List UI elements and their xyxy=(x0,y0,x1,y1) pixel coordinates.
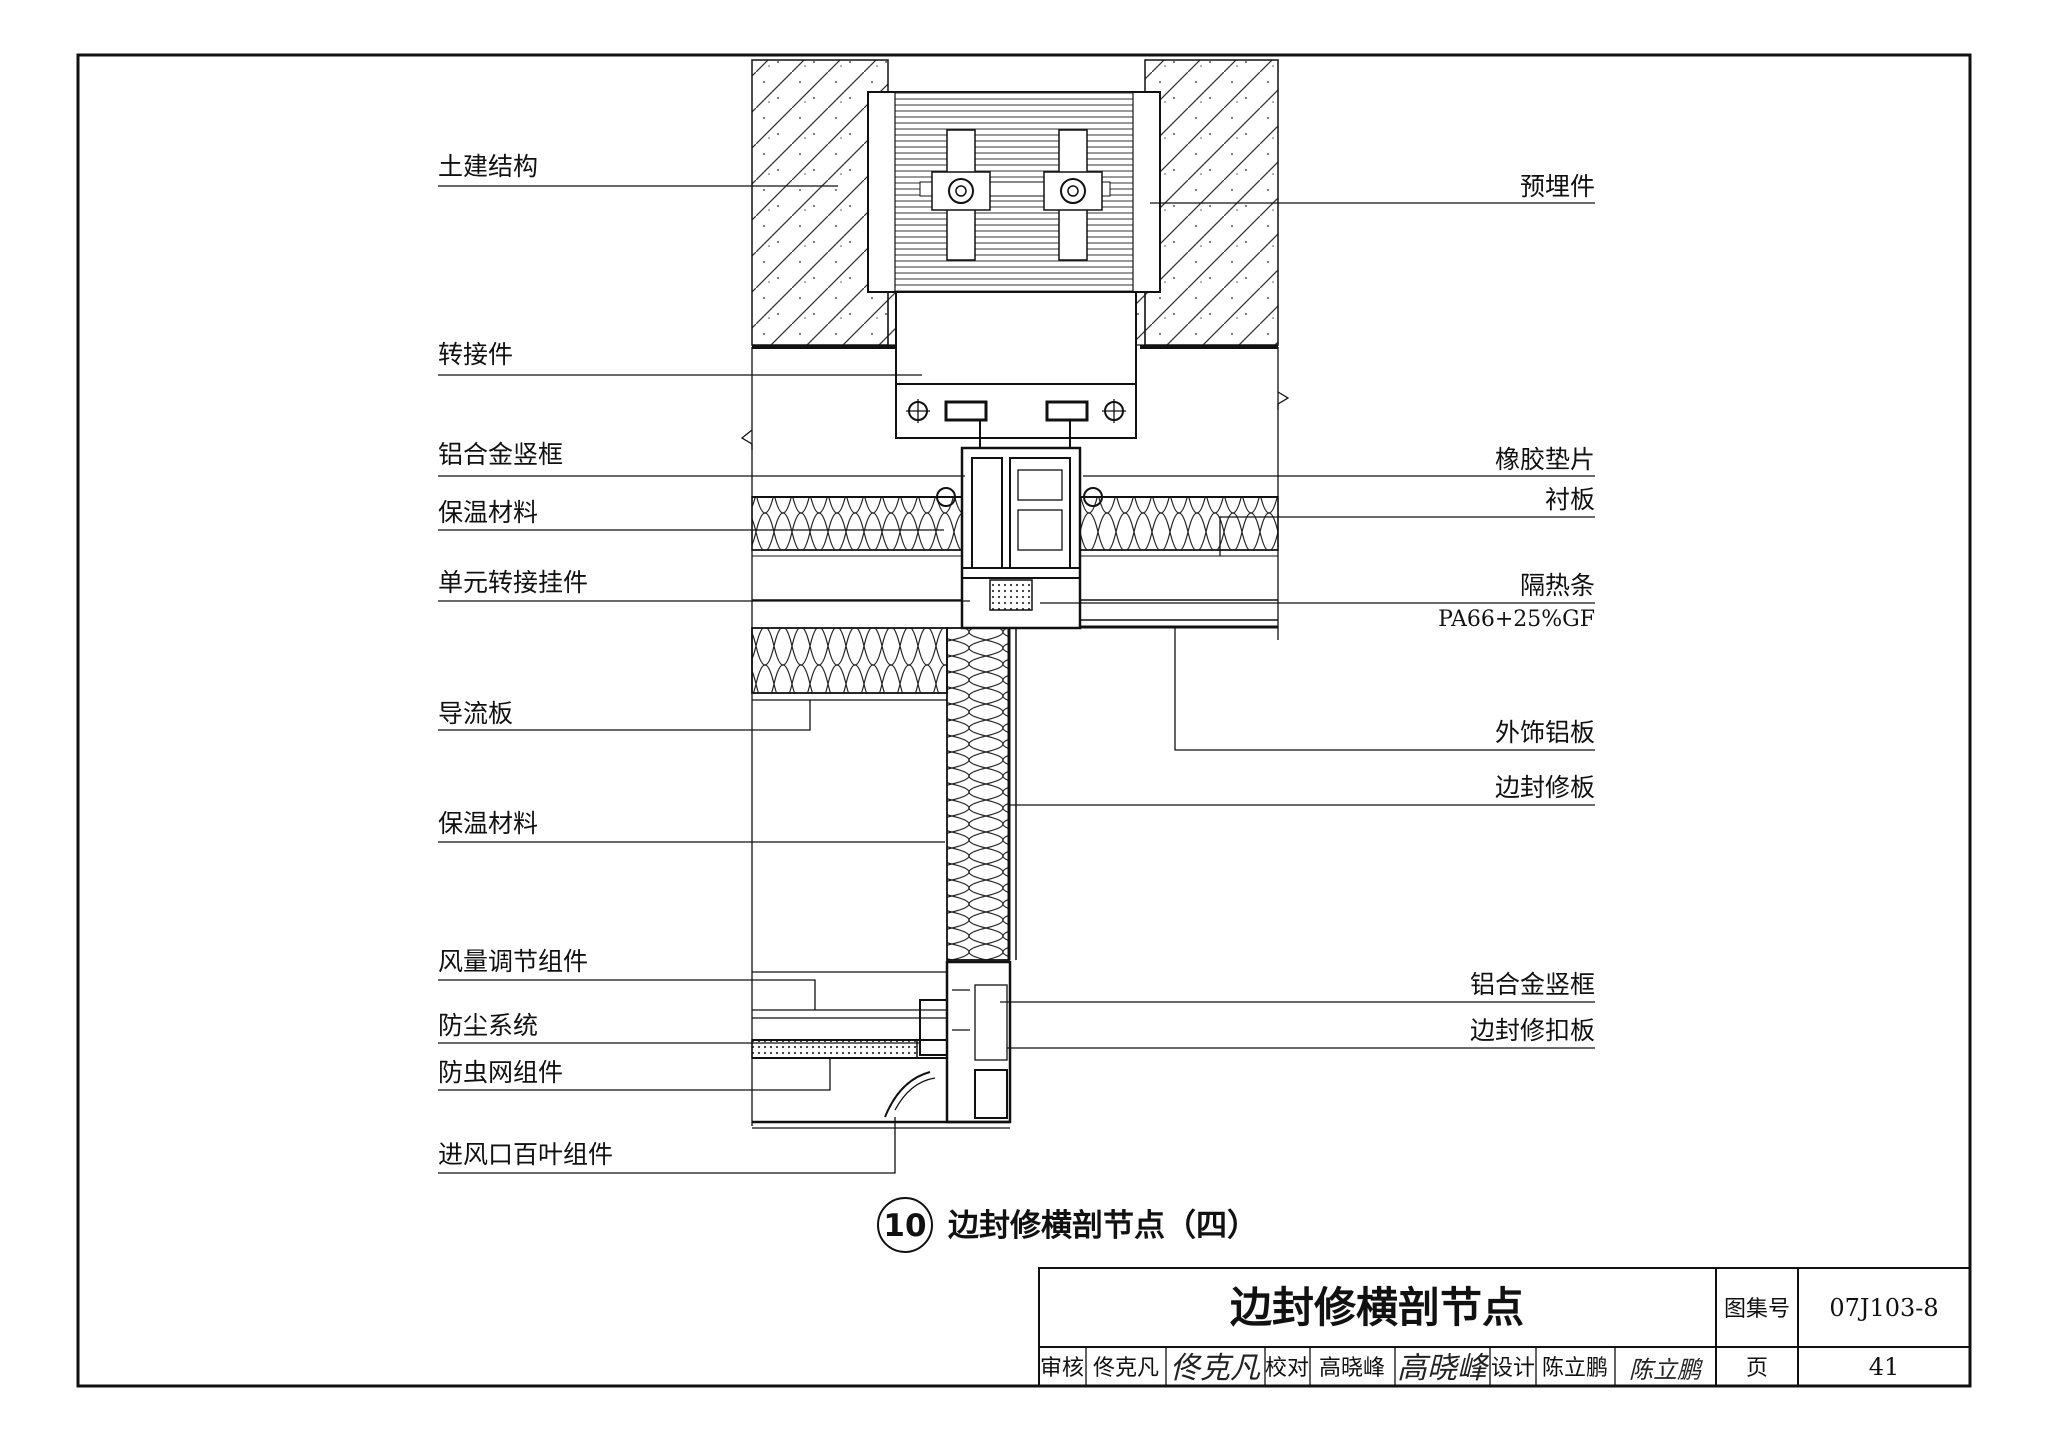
designer-name: 陈立鹏 xyxy=(1542,1356,1608,1381)
mullion-profile xyxy=(936,420,1103,630)
reviewer-signature: 佟克凡 xyxy=(1170,1351,1261,1386)
checker-name: 高晓峰 xyxy=(1319,1356,1385,1381)
label-thermal-break: 隔热条 xyxy=(1520,571,1595,600)
label-civil-structure: 土建结构 xyxy=(438,152,538,181)
sheet-border xyxy=(76,53,1972,1388)
label-liner-board: 衬板 xyxy=(1545,485,1595,514)
insulation-upper-left xyxy=(751,496,963,551)
detail-caption-text: 边封修横剖节点（四） xyxy=(948,1208,1258,1244)
label-edge-trim-cover: 边封修扣板 xyxy=(1470,1016,1595,1045)
section-detail xyxy=(740,59,1290,1129)
label-alu-mullion-bottom: 铝合金竖框 xyxy=(1470,970,1595,999)
designer-signature: 陈立鹏 xyxy=(1629,1356,1704,1384)
label-rubber-pad: 橡胶垫片 xyxy=(1495,445,1595,474)
label-alu-mullion-top: 铝合金竖框 xyxy=(438,440,563,469)
label-thermal-break-spec: PA66+25%GF xyxy=(1438,607,1595,632)
design-label: 设计 xyxy=(1491,1356,1535,1381)
reviewer-name: 佟克凡 xyxy=(1093,1356,1159,1381)
atlas-code: 07J103-8 xyxy=(1829,1294,1938,1322)
label-insulation-mid: 保温材料 xyxy=(438,809,538,838)
detail-caption: 10 边封修横剖节点（四） xyxy=(877,1197,1258,1253)
label-unit-hanger: 单元转接挂件 xyxy=(438,568,588,597)
label-air-regulator: 风量调节组件 xyxy=(438,947,588,976)
check-label: 校对 xyxy=(1265,1356,1309,1381)
insulation-lower-left xyxy=(751,627,948,694)
label-insulation-top: 保温材料 xyxy=(438,498,538,527)
insulation-upper-right xyxy=(1074,496,1279,551)
label-dust-system: 防尘系统 xyxy=(438,1011,538,1040)
atlas-label: 图集号 xyxy=(1724,1297,1790,1322)
title-block-title: 边封修横剖节点 xyxy=(1230,1283,1524,1332)
adapter-part xyxy=(895,291,1137,439)
checker-signature: 高晓峰 xyxy=(1397,1351,1490,1386)
concrete-left xyxy=(751,59,889,346)
title-block: 边封修横剖节点 图集号 07J103-8 审核 佟克凡 佟克凡 校对 高晓峰 高… xyxy=(1038,1267,1971,1387)
page-label: 页 xyxy=(1746,1356,1768,1381)
detail-number-circle xyxy=(877,1197,933,1253)
label-adapter: 转接件 xyxy=(438,340,513,369)
label-insect-screen: 防虫网组件 xyxy=(438,1058,563,1087)
edge-insulation-column xyxy=(946,627,1010,961)
leader-lines xyxy=(438,185,1595,1174)
label-exterior-alu-panel: 外饰铝板 xyxy=(1495,718,1595,747)
label-inlet-louver: 进风口百叶组件 xyxy=(438,1140,613,1169)
label-edge-trim-panel: 边封修板 xyxy=(1495,773,1595,802)
embedded-plate xyxy=(867,91,1161,293)
label-deflector: 导流板 xyxy=(438,699,513,728)
review-label: 审核 xyxy=(1040,1356,1084,1381)
page-number: 41 xyxy=(1869,1353,1900,1381)
detail-number: 10 xyxy=(883,1208,926,1244)
label-embedded-part: 预埋件 xyxy=(1520,172,1595,201)
vent-assembly xyxy=(751,960,1012,1129)
